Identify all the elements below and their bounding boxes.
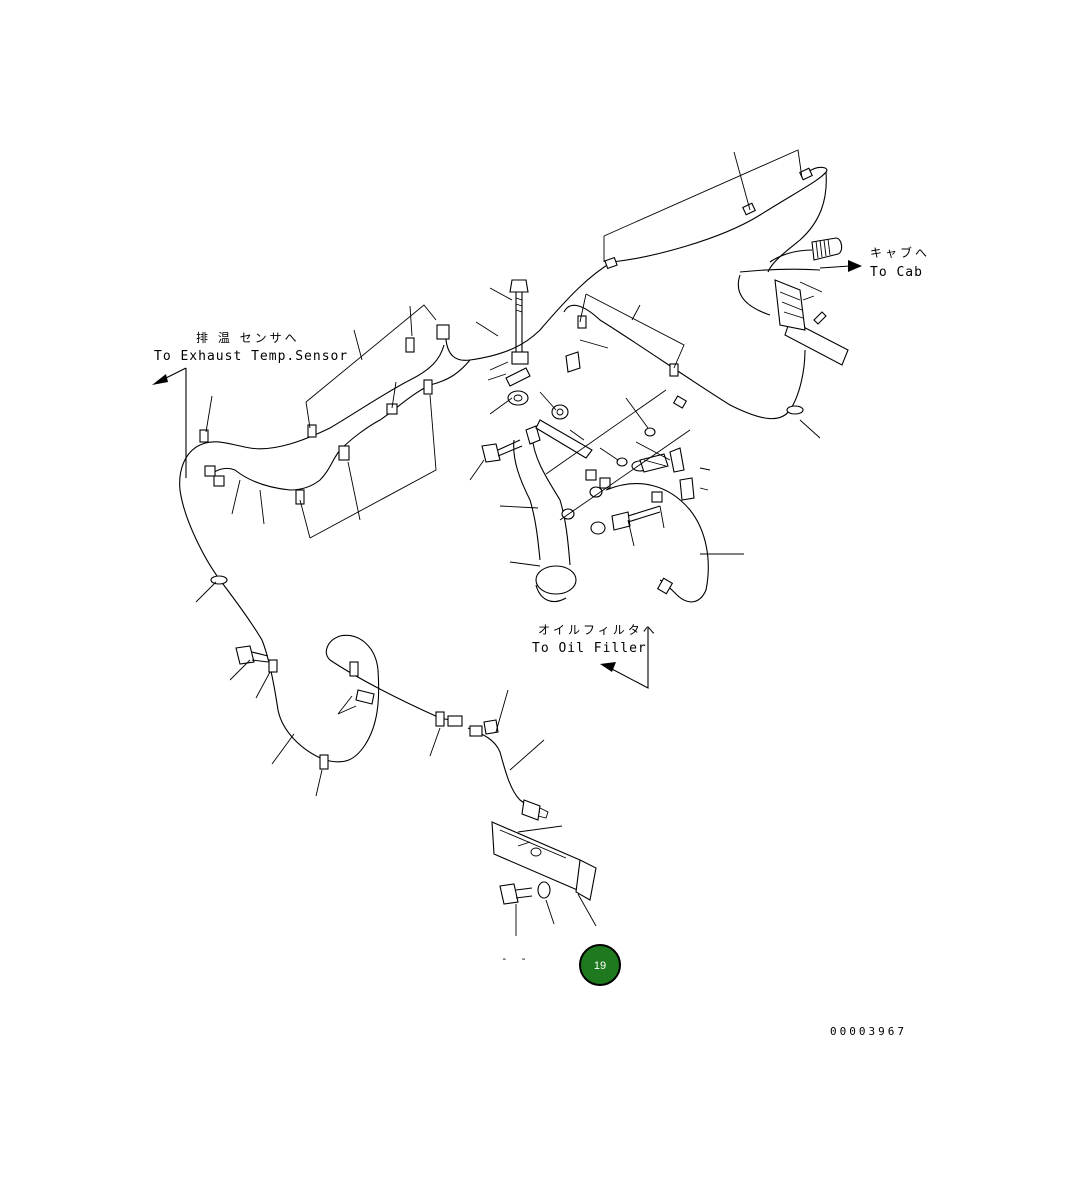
upper-clips bbox=[565, 167, 813, 409]
center-bolt-assembly bbox=[475, 279, 531, 415]
exhaust-label-en: To Exhaust Temp.Sensor bbox=[154, 349, 348, 364]
leader-lines-upper bbox=[579, 149, 823, 439]
drawing-number: 00003967 bbox=[830, 1025, 907, 1038]
cab-label-en: To Cab bbox=[870, 265, 923, 280]
item-badge[interactable]: 19 bbox=[579, 944, 621, 986]
arrow-right-icon bbox=[819, 260, 862, 272]
arrow-down-left-icon bbox=[600, 628, 649, 689]
oil-label-en: To Oil Filler bbox=[532, 641, 647, 656]
oil-pipe-group bbox=[481, 404, 709, 603]
harness-upper bbox=[443, 166, 849, 420]
bottom-bracket bbox=[491, 821, 597, 936]
harness-left bbox=[179, 324, 549, 821]
exhaust-label-jp: 排 温 センサへ bbox=[196, 331, 300, 345]
leader-lines-center bbox=[469, 389, 744, 567]
dash-mark: - - bbox=[501, 952, 530, 965]
oil-label-jp: オイルフィルタへ bbox=[538, 623, 658, 637]
badge-number: 19 bbox=[594, 960, 606, 972]
cab-label-jp: キャブへ bbox=[870, 245, 930, 260]
leader-lines-left bbox=[195, 304, 545, 797]
arrow-left-icon bbox=[152, 367, 187, 478]
